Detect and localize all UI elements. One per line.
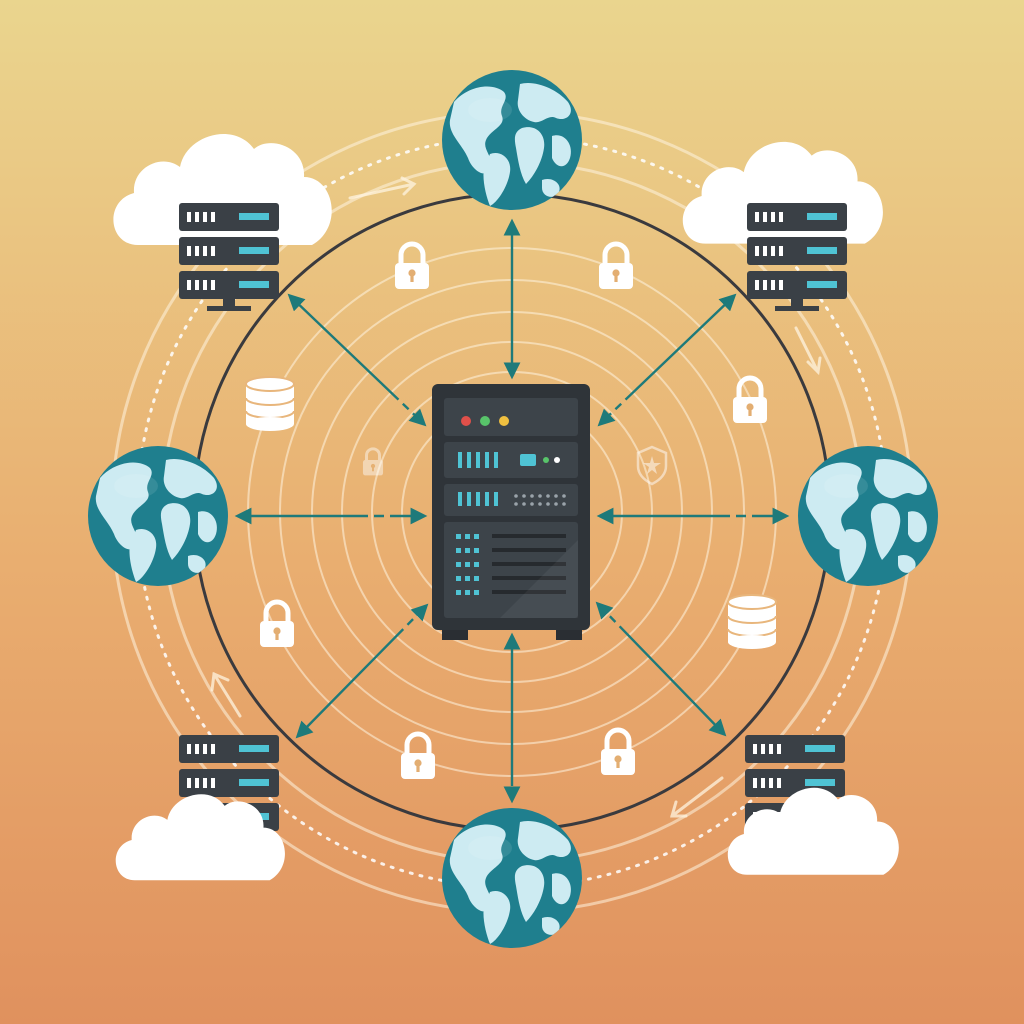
server-stack-icon: [747, 203, 847, 311]
arrow-top-left: [287, 293, 427, 427]
arrow-top-right: [597, 293, 737, 427]
globe-right: [798, 446, 938, 586]
connection-arrows: [234, 218, 790, 804]
arrow-bottom-left: [295, 603, 429, 739]
globe-top: [442, 70, 582, 210]
server-stack-icon: [179, 203, 279, 311]
database-icon: [245, 376, 295, 432]
globe-bottom: [442, 808, 582, 948]
shield-icon: [636, 445, 668, 486]
server-rack-icon: [432, 384, 590, 640]
orbit-arrows: [210, 176, 822, 818]
globe-left: [88, 446, 228, 586]
arrow-bottom-right: [595, 601, 727, 737]
database-icon: [727, 594, 777, 650]
